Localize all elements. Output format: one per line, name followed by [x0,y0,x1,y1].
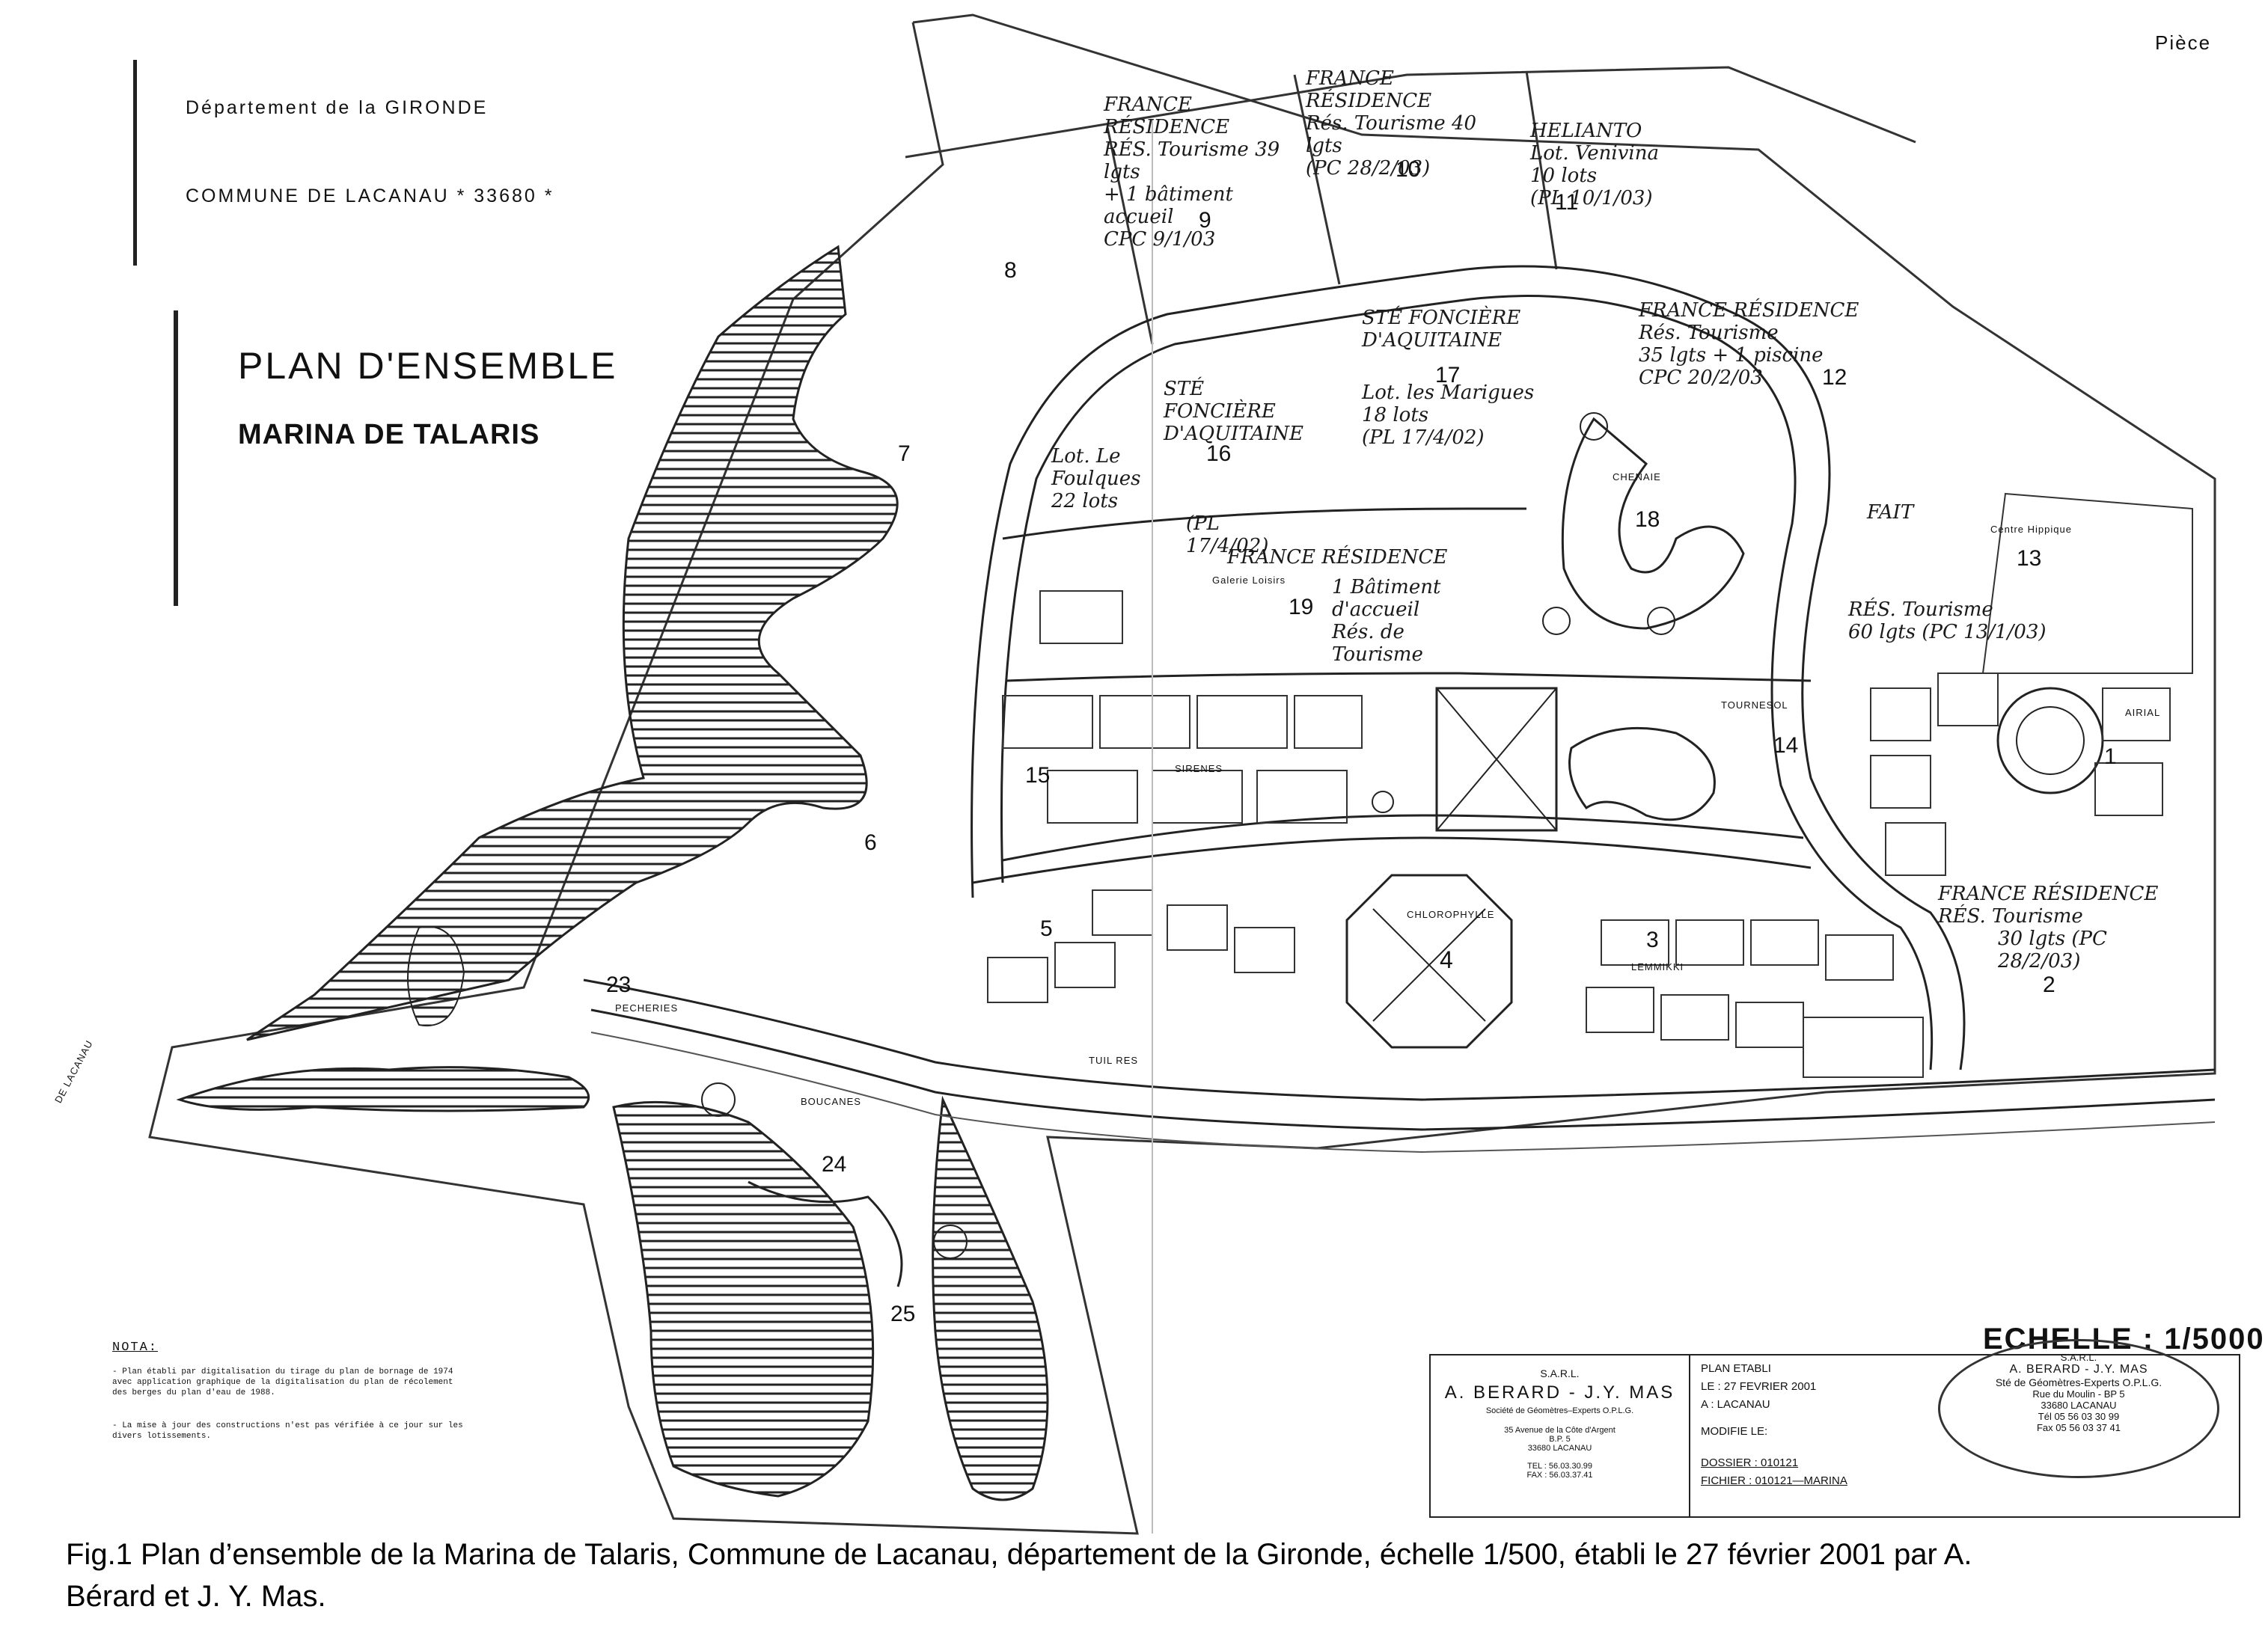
place-name: CHENAIE [1613,471,1661,482]
annotation-fait: FAIT [1867,501,1914,524]
lake-southwest [176,1066,590,1112]
commune-line: COMMUNE DE LACANAU * 33680 * [186,186,554,206]
lot-number: 6 [864,830,877,855]
firm-sarl: S.A.R.L. [1540,1367,1580,1379]
lot-number: 23 [606,972,632,997]
lot-number: 9 [1199,208,1211,233]
plan-info-row: MODIFIE LE: [1701,1425,1768,1438]
lot-number: 1 [2104,744,2117,769]
lot-number: 25 [890,1302,916,1326]
lot-number: 3 [1646,928,1659,952]
lot-number: 10 [1396,157,1421,182]
lot-number: 24 [822,1152,847,1177]
chlorophylle-octagon [1345,874,1513,1049]
place-name: SIRENES [1175,763,1223,774]
firm-city: 33680 LACANAU [1527,1444,1592,1453]
place-name: Galerie Loisirs [1212,575,1286,586]
lot-number: 18 [1635,507,1660,532]
place-name: PECHERIES [615,1002,679,1014]
place-name: CHLOROPHYLLE [1407,909,1495,920]
place-name: AIRIAL [2125,707,2161,718]
plan-info-row: DOSSIER : 010121 [1701,1456,1799,1469]
place-name: Centre Hippique [1990,524,2072,535]
figure-caption: Fig.1 Plan d’ensemble de la Marina de Ta… [66,1538,1972,1613]
chenaie-loop [1561,417,1745,630]
departement-line: Département de la GIRONDE [186,97,489,118]
annotation-lot19: FRANCE RÉSIDENCE 1 Bâtiment d'accueil Ré… [1227,546,1448,666]
place-name: TOURNESOL [1721,699,1788,711]
firm-tel: TEL : 56.03.30.99 [1526,1462,1593,1471]
page-subtitle: MARINA DE TALARIS [238,419,540,450]
place-name: BOUCANES [801,1096,861,1107]
plan-info-row: PLAN ETABLI [1701,1362,1771,1375]
firm-subtitle: Société de Géomètres–Experts O.P.L.G. [1485,1406,1634,1415]
airial-roundabout [1996,687,2104,794]
header-block: Département de la GIRONDE COMMUNE DE LAC… [133,60,556,266]
lot-number: 19 [1289,595,1314,619]
nota-item: - Plan établi par digitalisation du tira… [112,1367,453,1397]
plan-info-row: LE : 27 FEVRIER 2001 [1701,1380,1817,1393]
title-block: PLAN D'ENSEMBLE MARINA DE TALARIS [174,310,657,606]
lot-number: 7 [898,441,911,466]
title-cartouche: S.A.R.L. A. BERARD - J.Y. MAS Société de… [1429,1354,2240,1518]
plan-info-row: FICHIER : 010121—MARINA [1701,1474,1847,1487]
site-boundary [148,13,2216,1535]
firm-address: 35 Avenue de la Côte d'Argent [1504,1426,1616,1435]
lot-number: 8 [1004,258,1017,283]
lacanau-road [583,978,2216,1101]
place-name: TUIL RES [1089,1055,1139,1066]
lot-number: 5 [1040,916,1053,941]
page-title: PLAN D'ENSEMBLE [238,345,618,387]
nota-item: - La mise à jour des constructions n'est… [112,1421,463,1441]
place-name: LEMMIKKI [1631,961,1684,972]
nota-title: NOTA: [112,1341,159,1355]
corner-label: Pièce [2155,31,2212,54]
firm-bp: B.P. 5 [1549,1435,1571,1444]
lake-west [246,245,899,1041]
lot-number: 14 [1773,733,1799,758]
lot-number: 11 [1555,190,1579,215]
lot-number: 15 [1025,763,1051,788]
surveyor-stamp: S.A.R.L. A. BERARD - J.Y. MAS Sté de Géo… [1938,1339,2219,1478]
nota-block: NOTA: - Plan établi par digitalisation d… [112,1341,471,1442]
lake-southeast [932,1095,1049,1501]
lot-number: 13 [2017,546,2042,571]
lot-number: 17 [1435,363,1461,387]
lot-number: 16 [1206,441,1232,466]
firm-block: S.A.R.L. A. BERARD - J.Y. MAS Société de… [1431,1355,1690,1516]
lot-number: 4 [1440,946,1453,973]
lot-number: 2 [2043,972,2055,997]
firm-name: A. BERARD - J.Y. MAS [1444,1382,1675,1403]
lake-pond [407,925,465,1027]
building-lots [987,590,2171,1048]
plan-info: PLAN ETABLI LE : 27 FEVRIER 2001 A : LAC… [1690,1355,1948,1516]
plan-info-row: A : LACANAU [1701,1398,1770,1411]
lot-number: 12 [1822,365,1847,390]
ring-road [971,265,1966,1070]
firm-fax: FAX : 56.03.37.41 [1526,1471,1593,1480]
